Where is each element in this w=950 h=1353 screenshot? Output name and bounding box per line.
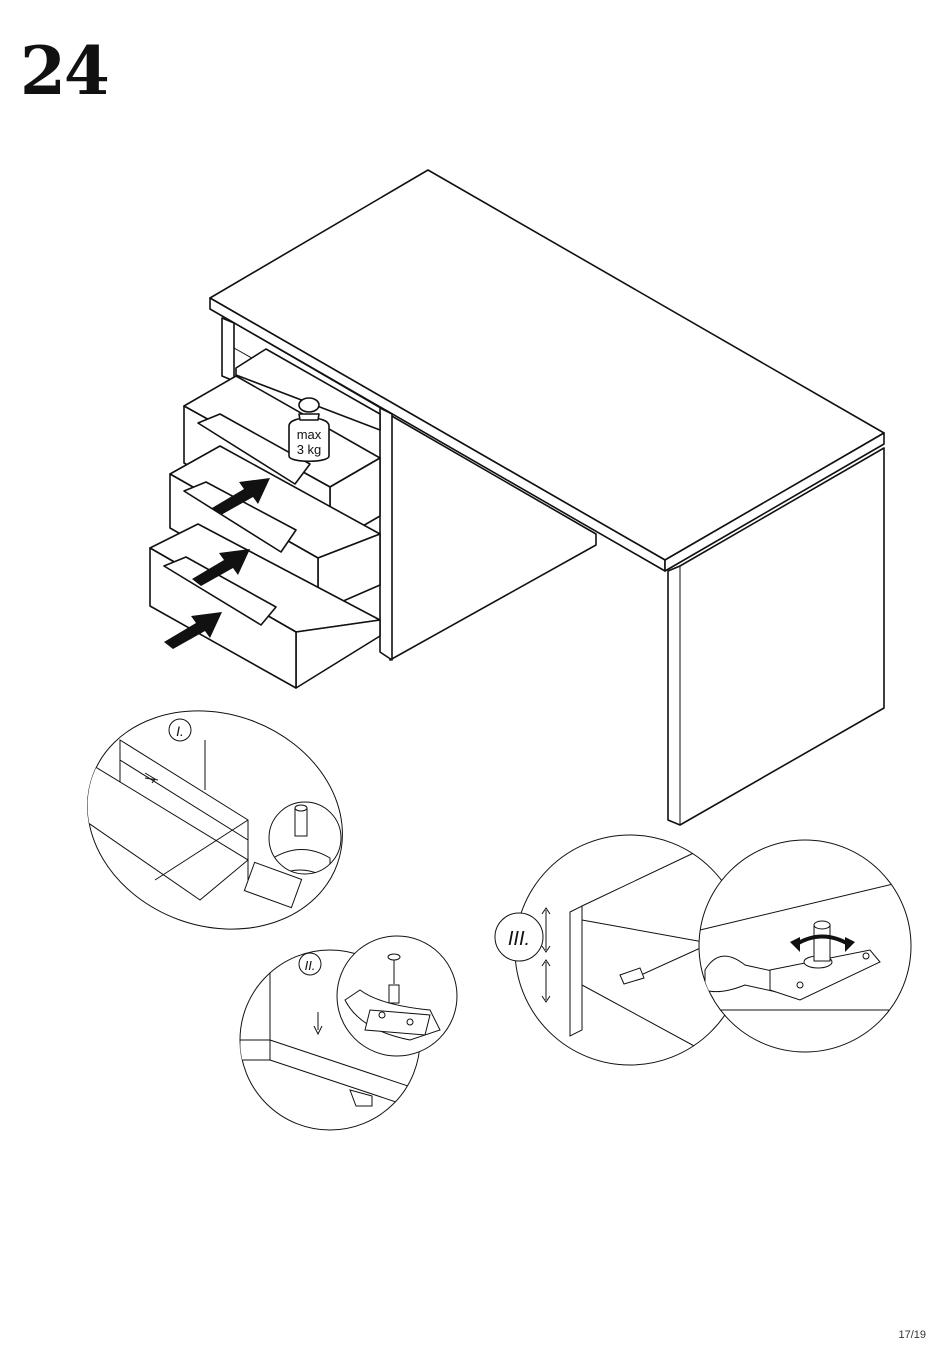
detail-label-1: I. xyxy=(176,723,184,739)
detail-label-3: III. xyxy=(508,928,530,950)
weight-limit-line1: max xyxy=(297,427,322,442)
detail-3: III. xyxy=(495,835,911,1065)
detail-label-2: II. xyxy=(305,958,316,973)
cabinet-left-side xyxy=(222,318,234,381)
weight-limit-line2: 3 kg xyxy=(297,442,322,457)
detail-1: I. xyxy=(57,676,374,964)
detail-2: II. xyxy=(240,936,457,1130)
cabinet-right-side xyxy=(380,408,392,660)
page-number: 17/19 xyxy=(898,1329,926,1341)
